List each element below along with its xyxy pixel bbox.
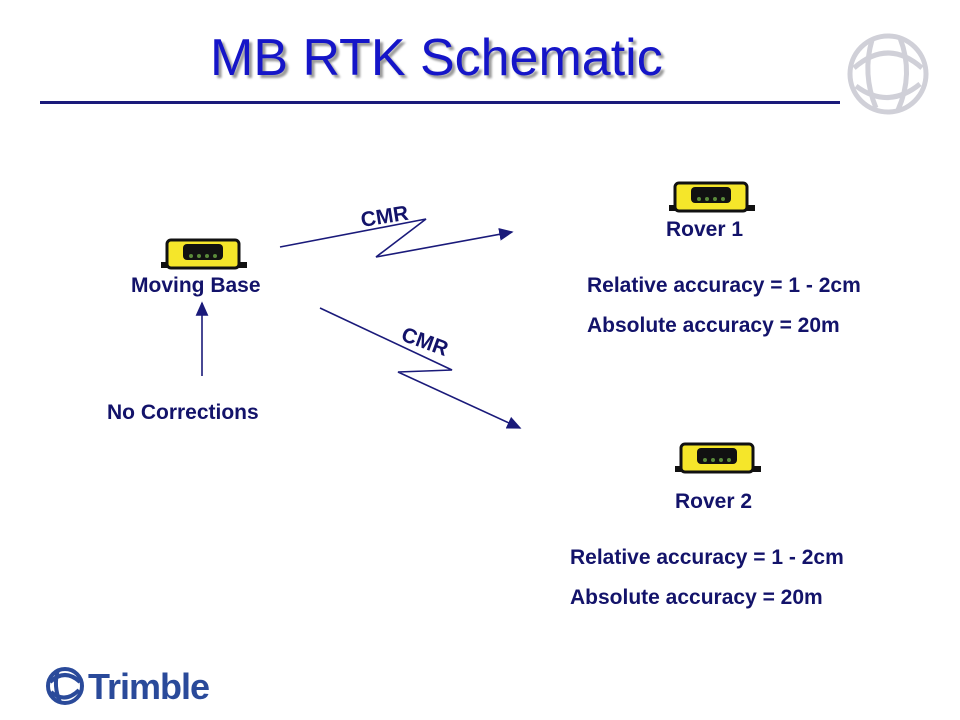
cmr-link-rover1 xyxy=(279,218,514,258)
globe-watermark-icon xyxy=(847,33,929,115)
moving-base-label: Moving Base xyxy=(131,274,261,297)
rover2-label: Rover 2 xyxy=(675,490,753,513)
title-underline xyxy=(40,101,840,104)
no-corrections-label: No Corrections xyxy=(107,401,259,424)
cmr-label-top: CMR xyxy=(359,202,410,232)
cmr-label-bottom: CMR xyxy=(398,323,451,361)
rover1-relative-accuracy: Relative accuracy = 1 - 2cm xyxy=(587,274,861,297)
rover2-absolute-accuracy: Absolute accuracy = 20m xyxy=(570,586,823,609)
receiver-icon-rover2 xyxy=(675,442,761,474)
rover2-relative-accuracy: Relative accuracy = 1 - 2cm xyxy=(570,546,844,569)
slide-title: MB RTK Schematic xyxy=(210,29,663,87)
rover2-accuracy: Relative accuracy = 1 - 2cm Absolute acc… xyxy=(570,538,844,618)
receiver-icon-moving-base xyxy=(161,238,247,270)
receiver-icon-rover1 xyxy=(669,181,755,213)
rover1-accuracy: Relative accuracy = 1 - 2cm Absolute acc… xyxy=(587,266,861,346)
rover1-label: Rover 1 xyxy=(666,218,744,241)
trimble-logo-text: Trimble xyxy=(88,666,210,707)
cmr-link-rover2 xyxy=(319,307,522,429)
rover1-absolute-accuracy: Absolute accuracy = 20m xyxy=(587,314,840,337)
trimble-globe-icon xyxy=(46,667,84,705)
